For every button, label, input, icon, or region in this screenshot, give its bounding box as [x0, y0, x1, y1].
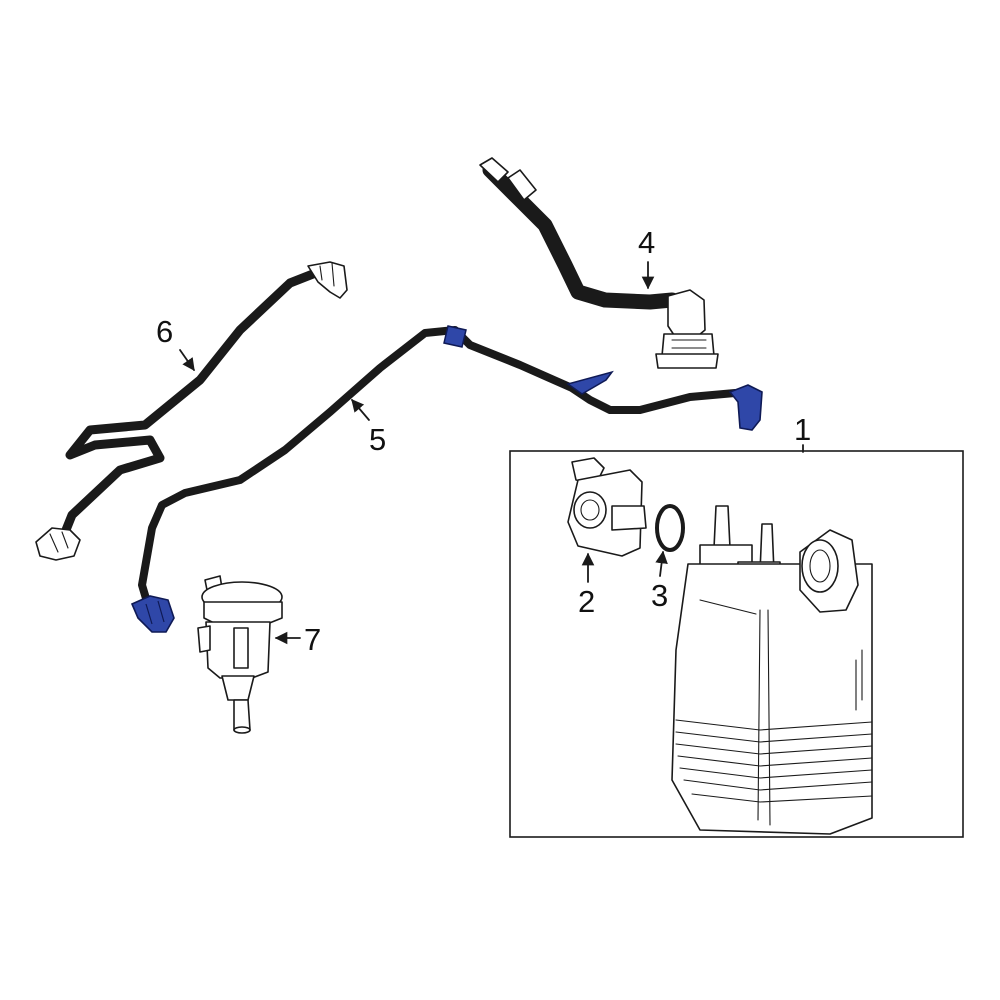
part-1-assembly-box	[509, 450, 964, 838]
part-3-o-ring[interactable]	[655, 504, 685, 552]
callout-leaders	[179, 261, 804, 645]
part-5-purge-hose[interactable]	[130, 325, 763, 633]
callout-3: 3	[651, 578, 668, 613]
part-4-vapor-line[interactable]	[479, 157, 719, 369]
callout-4: 4	[638, 225, 655, 260]
callout-5: 5	[369, 422, 386, 457]
evap-canister[interactable]	[671, 505, 873, 835]
callout-6: 6	[156, 314, 173, 349]
part-2-purge-solenoid[interactable]	[567, 457, 647, 557]
callout-7: 7	[304, 622, 321, 657]
part-6-vent-hose[interactable]	[35, 261, 348, 561]
callout-2: 2	[578, 584, 595, 619]
callout-1: 1	[794, 412, 811, 447]
part-7-vapor-valve[interactable]	[197, 575, 283, 734]
